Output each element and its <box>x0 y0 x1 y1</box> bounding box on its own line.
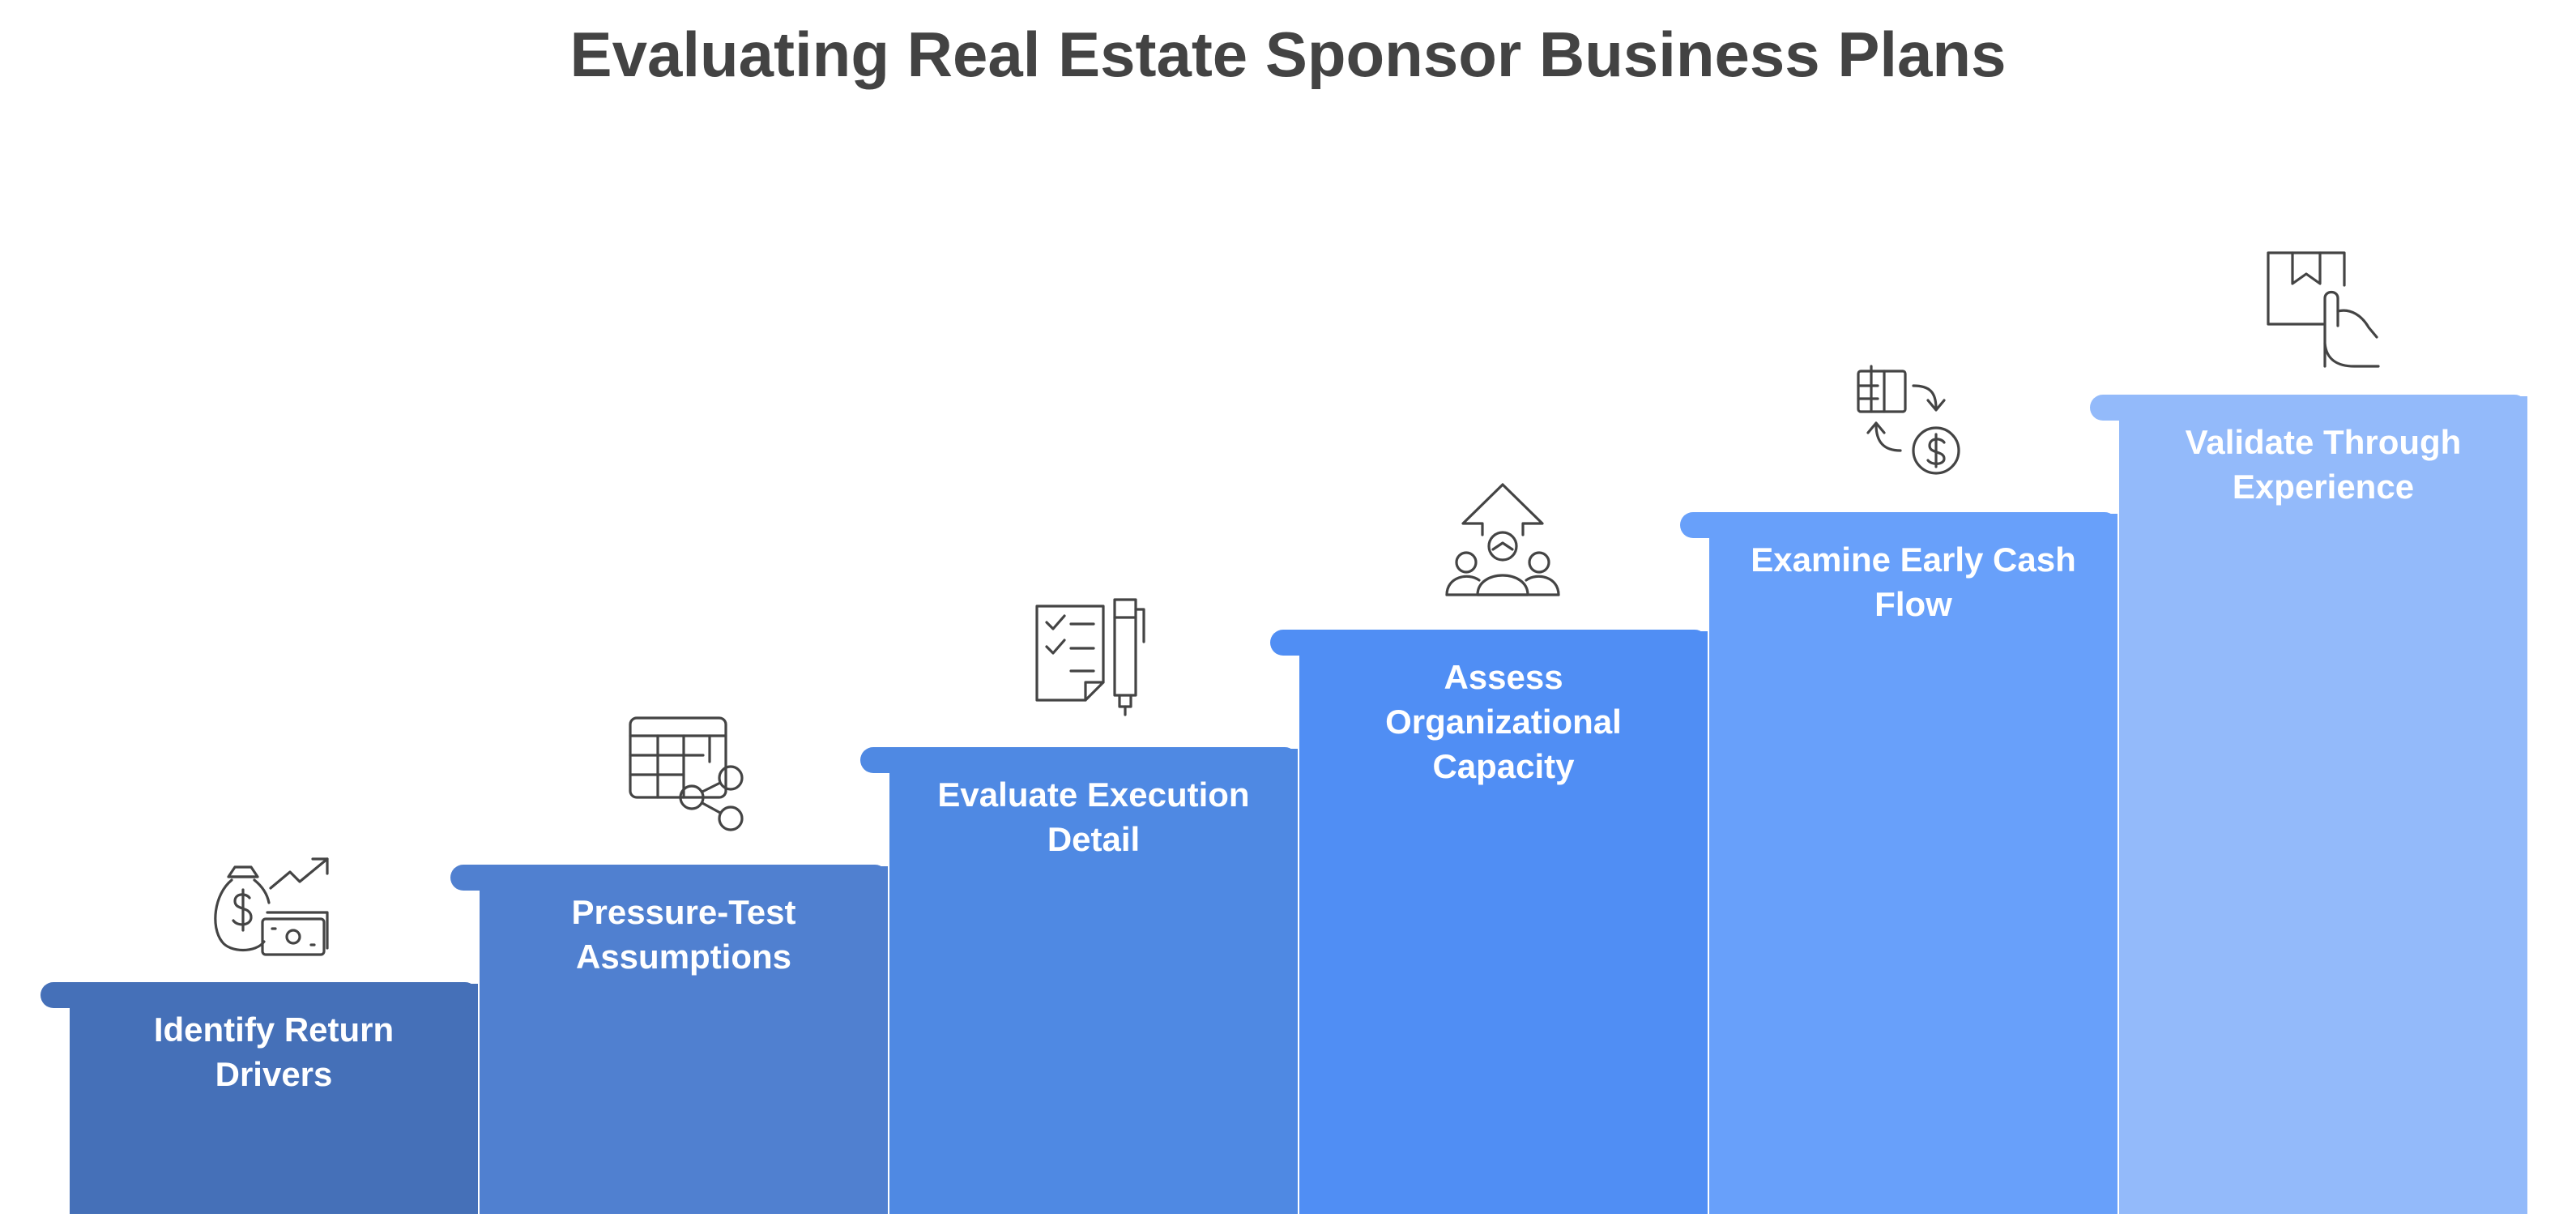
step-6 <box>2090 395 2527 1214</box>
step-6-ledge <box>2090 395 2527 421</box>
step-5-block <box>1709 514 2118 1214</box>
step-1-ledge <box>41 982 478 1008</box>
step-3-label: Evaluate Execution Detail <box>937 776 1250 858</box>
step-6-block <box>2119 396 2527 1214</box>
step-4-label: Assess Organizational Capacity <box>1385 658 1622 785</box>
step-3-ledge <box>860 747 1298 773</box>
team-growth-icon <box>1442 481 1563 603</box>
step-6-label: Validate Through Experience <box>2185 423 2462 506</box>
step-3 <box>860 747 1298 1214</box>
step-2-label: Pressure-Test Assumptions <box>571 893 796 976</box>
step-5 <box>1680 512 2118 1214</box>
step-1 <box>41 982 478 1214</box>
money-bag-growth-icon <box>211 852 332 966</box>
step-4 <box>1270 630 1708 1214</box>
hand-box-icon <box>2260 246 2382 368</box>
step-5-ledge <box>1680 512 2118 538</box>
step-3-block <box>889 749 1298 1214</box>
step-5-label: Examine Early Cash Flow <box>1751 540 2076 623</box>
cash-flow-exchange-icon <box>1852 361 1973 483</box>
checklist-pen-icon <box>1030 596 1152 718</box>
table-share-icon <box>625 713 747 835</box>
step-1-block <box>70 984 478 1214</box>
step-4-block <box>1299 631 1708 1214</box>
step-2 <box>450 865 888 1214</box>
step-4-ledge <box>1270 630 1708 656</box>
step-2-block <box>480 866 888 1214</box>
diagram-title: Evaluating Real Estate Sponsor Business … <box>569 19 2007 90</box>
step-1-label: Identify Return Drivers <box>153 1010 395 1093</box>
step-2-ledge <box>450 865 888 891</box>
